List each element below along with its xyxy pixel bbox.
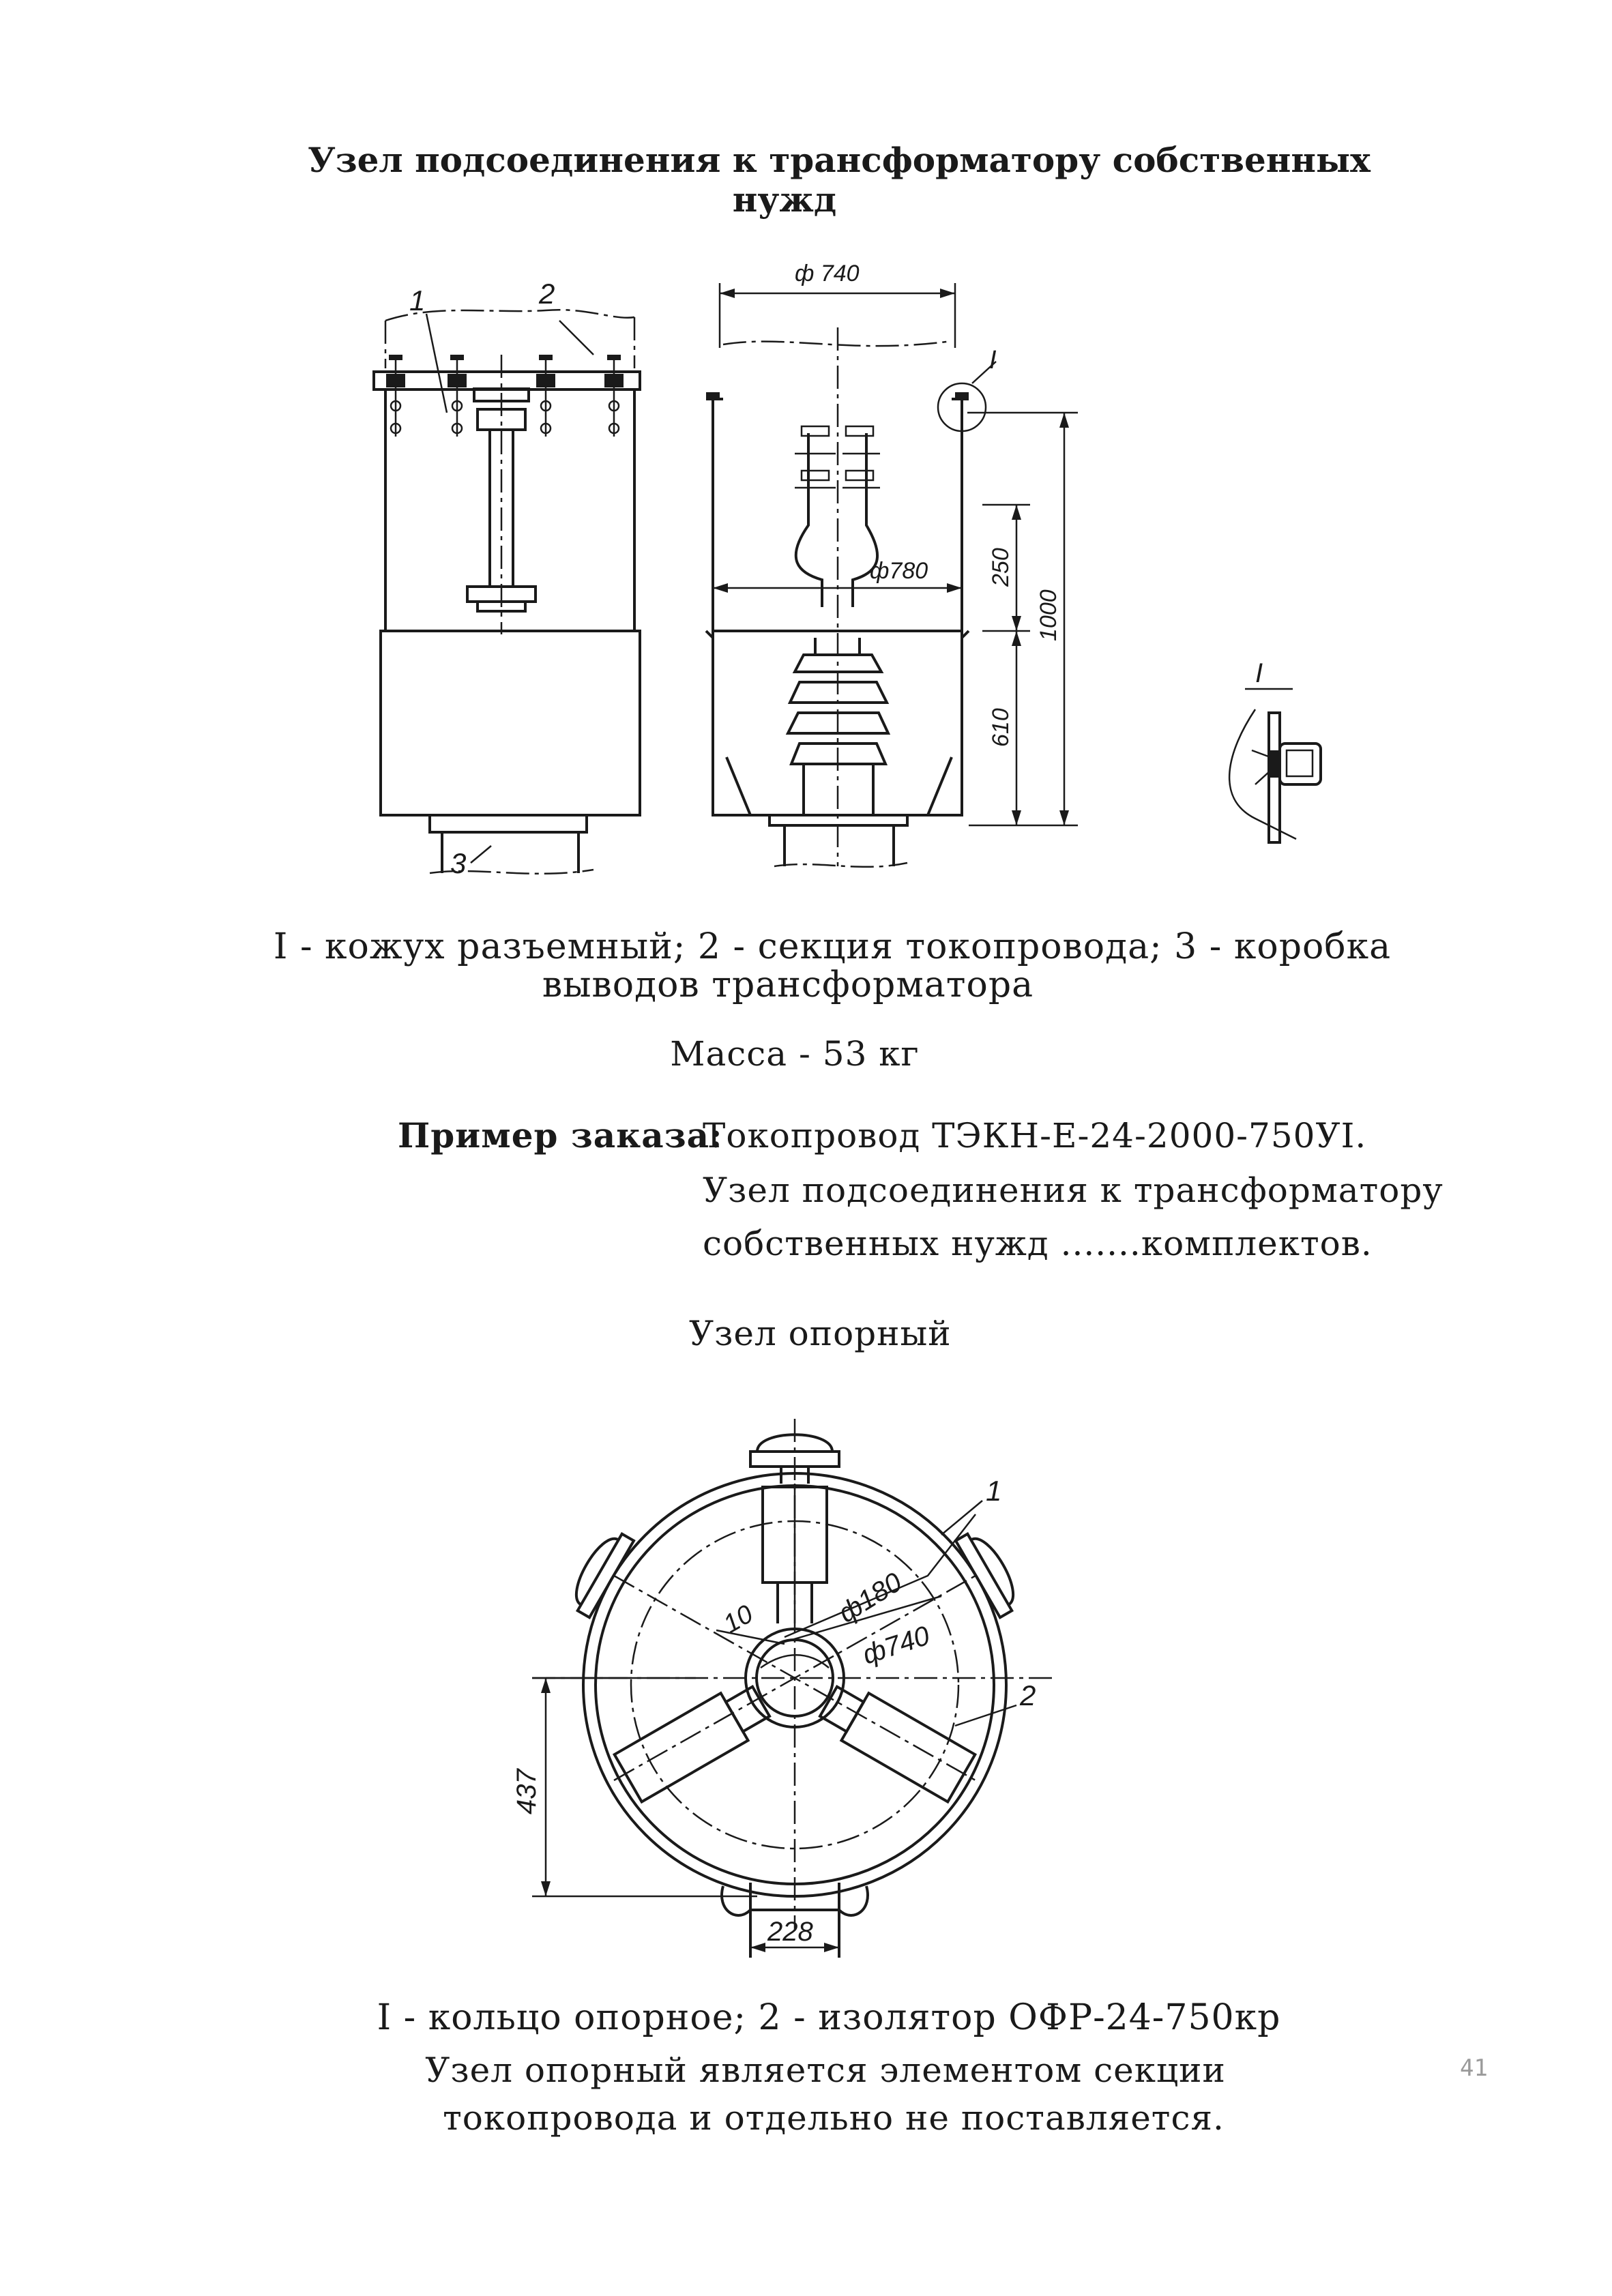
dim-780: ф780: [870, 558, 928, 584]
detail-label: I: [1255, 658, 1263, 688]
dim-228: 228: [767, 1917, 813, 1947]
label-item-2: 2: [538, 278, 555, 310]
side-view: 1 2 3: [372, 278, 641, 879]
label-item-3: 3: [450, 847, 466, 879]
order-label: Пример заказа:: [398, 1115, 723, 1156]
front-section: ф 740 I ф780: [705, 261, 1078, 868]
legend-2-line3: токопровода и отдельно не поставляется.: [443, 2098, 1225, 2138]
dim-10: 10: [719, 1600, 759, 1639]
legend-2-line1: I - кольцо опорное; 2 - изолятор ОФР-24-…: [377, 1997, 1281, 2038]
legend-1-line1: I - кожух разъемный; 2 - секция токопров…: [273, 926, 1392, 967]
support-label-2: 2: [1019, 1679, 1036, 1711]
order-line1: Токопровод ТЭКН-Е-24-2000-750УI.: [703, 1116, 1367, 1156]
page-number: 41: [1460, 2055, 1488, 2082]
order-line3: собственных нужд .......комплектов.: [703, 1224, 1373, 1263]
connection-unit-drawing: 1 2 3 ф 740 I ф780: [372, 261, 1322, 879]
dim-740-top: ф 740: [795, 261, 860, 286]
order-line2: Узел подсоединения к трансформатору: [703, 1171, 1444, 1210]
dim-250: 250: [988, 548, 1014, 587]
detail-i: I: [1228, 658, 1322, 844]
page-title-line2: нужд: [732, 179, 837, 220]
dim-180: ф180: [833, 1567, 907, 1628]
callout-label: I: [989, 346, 997, 374]
mass: Масса - 53 кг: [670, 1034, 920, 1074]
support-ring: ф180 ф740 10 437 228 1 2: [512, 1419, 1057, 1958]
label-item-1: 1: [409, 284, 425, 317]
support-heading: Узел опорный: [689, 1314, 952, 1353]
dim-1000: 1000: [1036, 589, 1061, 641]
dim-740-ring: ф740: [859, 1621, 933, 1671]
page-title: Узел подсоединения к трансформатору собс…: [308, 140, 1371, 180]
legend-2-line2: Узел опорный является элементом секции: [425, 2050, 1226, 2090]
support-label-1: 1: [986, 1475, 1001, 1507]
dim-437: 437: [512, 1768, 542, 1814]
dim-610: 610: [988, 708, 1014, 747]
legend-1-line2: выводов трансформатора: [542, 965, 1034, 1005]
